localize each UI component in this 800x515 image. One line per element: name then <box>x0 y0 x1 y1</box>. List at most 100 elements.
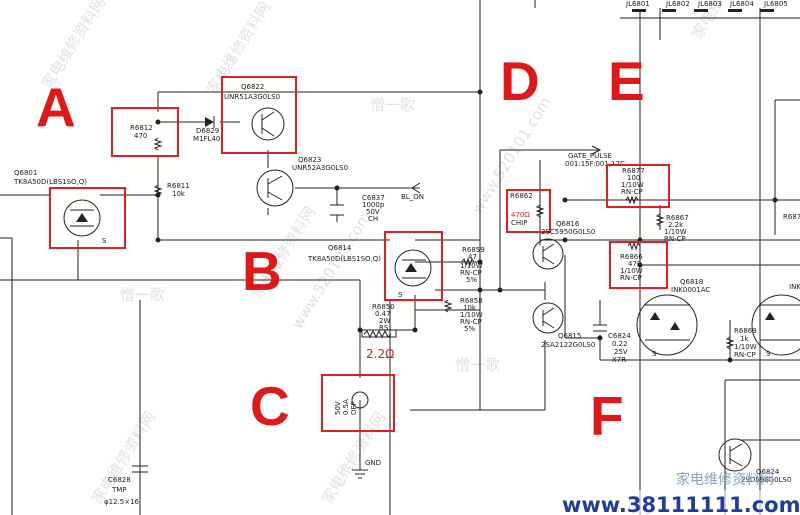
ground-symbol: GND <box>352 459 381 479</box>
r6867-ref: R6867 <box>666 214 689 222</box>
c6828-ref: C6828 <box>108 476 131 484</box>
marker-c: C <box>250 375 290 437</box>
r6858-ref: R6858 <box>460 297 483 305</box>
q6823-ref: Q6823 <box>298 156 321 164</box>
r6869-power: 1/10W <box>734 343 757 351</box>
r6877-ref: R6877 <box>622 167 645 175</box>
jumper-jl6803: JL6803 <box>697 0 722 8</box>
q6818-part: INK0001AC <box>671 286 710 294</box>
r6867-power: 1/10W <box>664 228 687 236</box>
q6818-pin: S <box>652 350 657 358</box>
q6818-ref: Q6818 <box>680 278 703 286</box>
r6859-power: 1/10W <box>460 262 483 270</box>
jumper-labels: JL6801 JL6802 JL6803 JL6804 JL6805 <box>625 0 788 12</box>
r6877-type: RN-CP <box>621 188 643 196</box>
q6823-transistor: Q6823 UNR52A3G0LS0 <box>256 156 348 207</box>
c6837-value: 1000p <box>362 201 385 209</box>
watermark-author-3: 憎一歌 <box>455 356 500 374</box>
jumper-jl6805: JL6805 <box>763 0 788 8</box>
r6862-ref: R6862 <box>510 192 533 200</box>
marker-b: B <box>242 240 282 302</box>
r6877-value: 100 <box>627 174 640 182</box>
jumper-jl6802: JL6802 <box>665 0 690 8</box>
brand-url: www.38111111.com <box>562 493 800 515</box>
r6877-power: 1/10W <box>621 181 644 189</box>
c6824-value: 0.22 <box>612 340 628 348</box>
brand-cn: 家电维修资料网 <box>676 471 774 488</box>
c6828-size: φ12.5×16 <box>104 498 140 506</box>
r6850-ref: R6850 <box>372 303 395 311</box>
q6822-transistor: Q6822 UNR51A3G0LS0 <box>221 76 297 154</box>
q6801-ref: Q6801 <box>14 169 37 177</box>
r6850-power: 2W <box>379 317 390 325</box>
r6812-ref: R6812 <box>130 124 153 132</box>
c6824-capacitor: C6824 0.22 25V X7R <box>593 324 631 364</box>
ink-right-mosfet: S INK R687 <box>751 213 800 358</box>
r6869-resistor: R6869 1k 1/10W RN-CP <box>725 327 757 359</box>
r6858-value: 10k <box>463 304 477 312</box>
gnd-label: GND <box>365 459 381 467</box>
c6824-voltage: 25V <box>614 348 628 356</box>
c6837-voltage: 50V <box>366 208 380 216</box>
q6816-ref: Q6816 <box>556 220 580 228</box>
d6829-diode: D6829 M1FL40 <box>193 116 220 143</box>
r6877-resistor: R6877 100 1/10W RN-CP <box>606 164 670 208</box>
gate-pulse-label: GATE_PULSE <box>568 152 612 160</box>
r6867-type: RN-CP <box>664 235 686 243</box>
r6812-resistor: R6812 470 <box>111 107 179 157</box>
watermark-cn-5: 家电维修资料网 <box>318 409 389 508</box>
watermark-author-2: 憎一歌 <box>120 286 165 304</box>
r6859-resistor: R6859 47 1/10W RN-CP 5% <box>460 246 485 284</box>
r6869-value: 1k <box>740 335 749 343</box>
d6829-ref: D6829 <box>196 127 219 135</box>
r6859-tol: 5% <box>466 276 477 284</box>
q6814-part: TK8A50D(LBS1SO,Q) <box>307 255 381 263</box>
markers: A B C D E F <box>36 50 645 447</box>
marker-a: A <box>36 76 76 138</box>
r6858-tol: 5% <box>464 325 475 333</box>
q6801-mosfet: S Q6801 TK8A50D(LBS1SO,Q) <box>13 169 126 249</box>
marker-f: F <box>590 385 624 447</box>
jumper-jl6804: JL6804 <box>729 0 754 8</box>
q6822-part: UNR51A3G0LS0 <box>224 93 280 101</box>
r6811-ref: R6811 <box>167 182 190 190</box>
r6858-type: RN-CP <box>460 318 482 326</box>
fuse-voltage: 50V <box>334 401 342 415</box>
q6823-part: UNR52A3G0LS0 <box>292 164 348 172</box>
c6837-ref: C6837 <box>362 194 385 202</box>
r6858-resistor: R6858 10k 1/10W RN-CP 5% <box>443 297 483 333</box>
q6801-pin: S <box>102 237 107 245</box>
marker-d: D <box>500 50 540 112</box>
q6816-transistor: Q6816 2SC5950G0LS0 <box>532 220 595 270</box>
gate-pulse-code: 001:15F:001;17C <box>565 160 625 168</box>
q6818-mosfet: S Q6818 INK0001AC <box>636 278 710 358</box>
fuse-current: 0.5A <box>342 399 350 415</box>
ink-right-label: INK <box>789 283 800 291</box>
r6859-type: RN-CP <box>460 269 482 277</box>
c6824-ref: C6824 <box>608 332 631 340</box>
r6866-ref: R6866 <box>620 253 643 261</box>
c6837-capacitor: C6837 1000p 50V CH <box>330 194 385 223</box>
c6824-type: X7R <box>612 356 626 364</box>
r6859-value: 47 <box>468 253 477 261</box>
q6824-ref: Q6824 <box>756 468 780 476</box>
bl-on-label: BL_ON <box>401 193 424 201</box>
c6828-note: TMP <box>111 486 127 494</box>
r6850-resistor: R6850 0.47 2W RS <box>361 303 397 339</box>
c6828-capacitor: C6828 TMP φ12.5×16 <box>104 465 148 506</box>
fuse-note: OFF <box>350 401 358 415</box>
q6814-mosfet: S Q6814 TK8A50D(LBS1SO,Q) <box>307 231 443 301</box>
r6811-resistor: R6811 10k <box>153 182 190 198</box>
r6859-ref: R6859 <box>462 246 485 254</box>
r6866-value: 470 <box>628 260 641 268</box>
d6829-part: M1FL40 <box>193 135 220 143</box>
r6862-value: 470Ω <box>511 211 530 219</box>
r6866-power: 1/10W <box>620 267 643 275</box>
q6814-ref: Q6814 <box>328 244 352 252</box>
r6858-power: 1/10W <box>460 311 483 319</box>
r6862-type: CHIP <box>511 219 527 227</box>
q6815-ref: Q6815 <box>558 332 581 340</box>
q6814-pin: S <box>398 291 403 299</box>
